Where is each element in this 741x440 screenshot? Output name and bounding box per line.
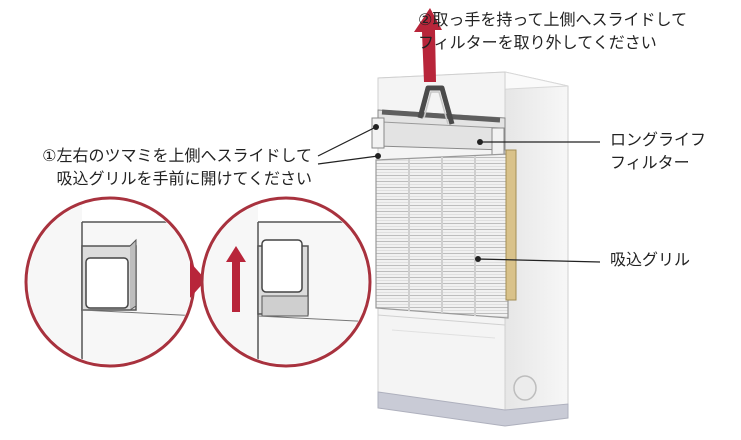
filter-handle[interactable] [417, 85, 455, 125]
leader-dots [373, 124, 483, 262]
step-2-instruction: ②取っ手を持って上側へスライドして フィルターを取り外してください [418, 10, 688, 52]
leader-lines [317, 126, 601, 263]
label-long-life-filter: ロングライフ フィルター [610, 130, 707, 172]
step-1-instruction: ①左右のツマミを上側へスライドして 吸込グリルを手前に開けてください [42, 146, 312, 188]
next-step-triangle-icon [190, 262, 206, 298]
detail-circle-before [24, 196, 196, 368]
up-arrow-large-icon [414, 8, 442, 82]
intake-grille [375, 149, 517, 319]
slide-up-arrow-icon [226, 246, 246, 312]
label-intake-grille: 吸込グリル [610, 250, 691, 269]
